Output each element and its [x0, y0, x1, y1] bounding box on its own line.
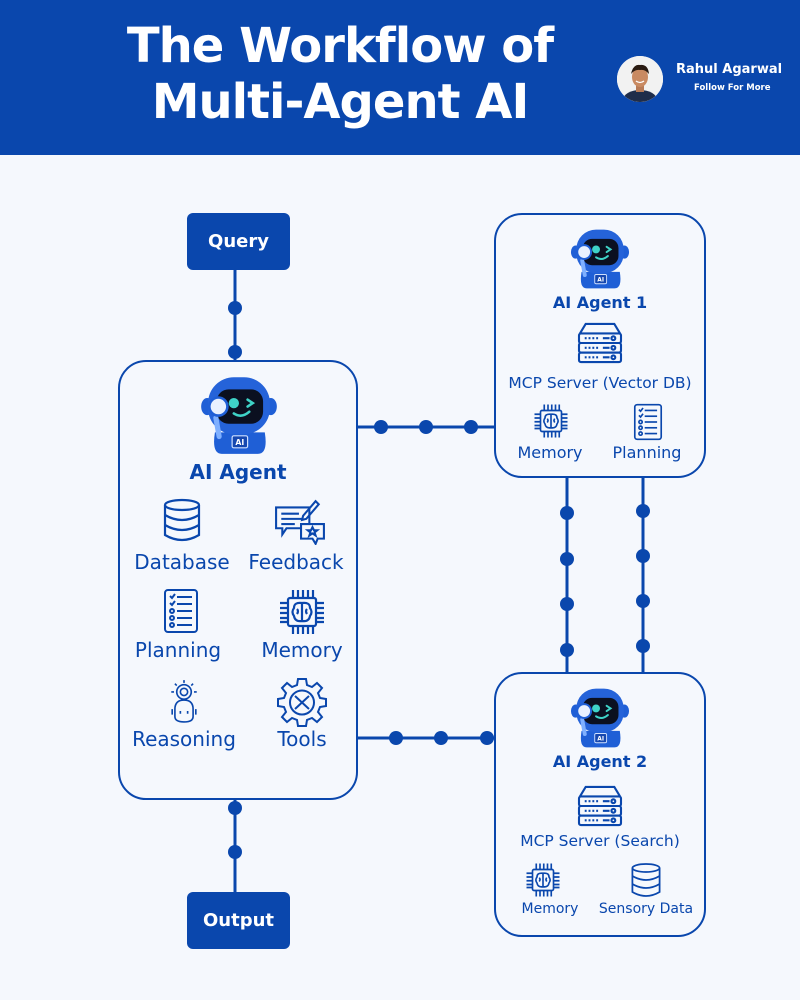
tools-gear-icon	[277, 677, 327, 727]
agent1-server: MCP Server (Vector DB)	[508, 374, 692, 392]
capability-planning: Planning	[134, 638, 222, 662]
connector-dot	[636, 639, 650, 653]
database-icon	[162, 498, 202, 542]
robot-mascot-icon	[567, 222, 633, 292]
connector-dot	[560, 552, 574, 566]
connector-dot	[636, 594, 650, 608]
query-label: Query	[208, 231, 269, 252]
robot-mascot-icon	[196, 368, 282, 458]
capability-reasoning: Reasoning	[132, 727, 236, 751]
connector-dot	[464, 420, 478, 434]
main-agent-title: AI Agent	[189, 460, 287, 484]
author-avatar[interactable]	[617, 56, 663, 102]
connector-dot	[228, 801, 242, 815]
robot-mascot-icon	[567, 681, 633, 751]
capability-memory: Memory	[261, 638, 343, 662]
agent1-planning: Planning	[612, 443, 682, 462]
agent2-memory: Memory	[521, 901, 579, 917]
follow-cta[interactable]: Follow For More	[694, 83, 771, 93]
connector-dot	[419, 420, 433, 434]
reasoning-head-icon	[164, 677, 204, 725]
feedback-icon	[274, 499, 326, 545]
server-icon	[576, 785, 624, 827]
database-icon	[630, 862, 662, 898]
connector-dot	[636, 504, 650, 518]
brain-chip-icon	[533, 403, 569, 439]
capability-tools: Tools	[277, 727, 327, 751]
author-name[interactable]: Rahul Agarwal	[676, 62, 783, 77]
server-icon	[576, 322, 624, 364]
brain-chip-icon	[525, 862, 561, 898]
checklist-icon	[633, 403, 663, 441]
page-title: The Workflow of Multi-Agent AI	[60, 18, 620, 130]
connector-dot	[560, 643, 574, 657]
agent2-server: MCP Server (Search)	[520, 832, 680, 850]
connector-dot	[560, 506, 574, 520]
capability-database: Database	[134, 550, 230, 574]
query-node[interactable]: Query	[187, 213, 290, 270]
brain-chip-icon	[278, 588, 326, 636]
checklist-icon	[163, 588, 199, 634]
capability-feedback: Feedback	[248, 550, 344, 574]
connector-dot	[389, 731, 403, 745]
title-line-1: The Workflow of	[126, 18, 554, 74]
connector-dot	[434, 731, 448, 745]
connector-dot	[374, 420, 388, 434]
header-banner: The Workflow of Multi-Agent AI Rahul Aga…	[0, 0, 800, 155]
connector-dot	[228, 345, 242, 359]
connector-dot	[480, 731, 494, 745]
agent1-title: AI Agent 1	[552, 293, 648, 312]
agent2-title: AI Agent 2	[552, 752, 648, 771]
connector-dot	[636, 549, 650, 563]
connector-dot	[228, 301, 242, 315]
title-line-2: Multi-Agent AI	[151, 74, 530, 130]
connector-dot	[560, 597, 574, 611]
output-node[interactable]: Output	[187, 892, 290, 949]
output-label: Output	[202, 910, 275, 931]
agent2-sensory-data: Sensory Data	[598, 901, 694, 917]
person-avatar-icon	[617, 56, 663, 102]
connector-dot	[228, 845, 242, 859]
agent1-memory: Memory	[517, 443, 583, 462]
